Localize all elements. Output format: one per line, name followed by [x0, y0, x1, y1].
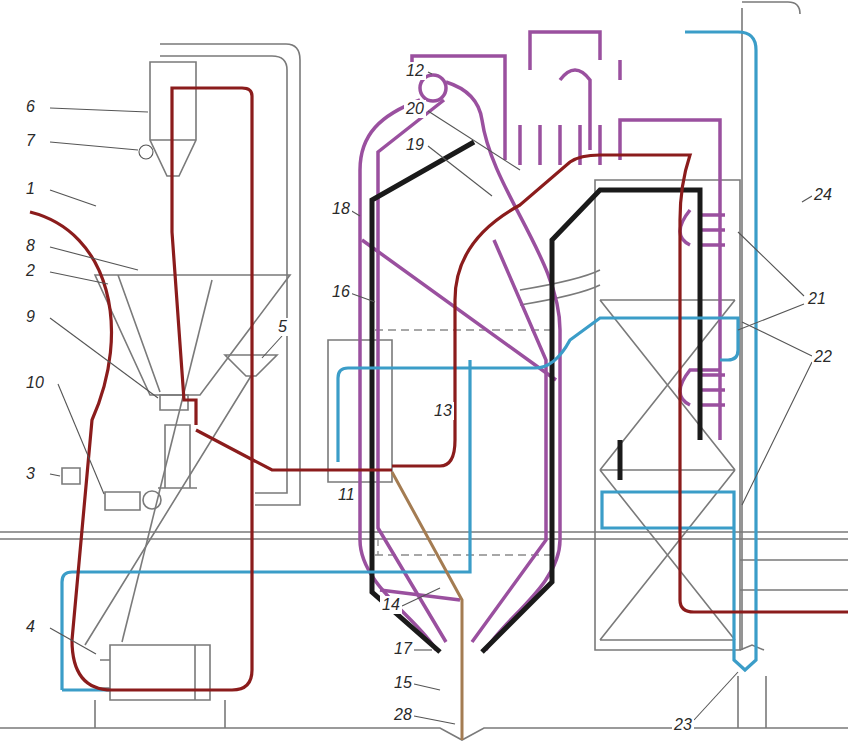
callout-number: 12 [404, 62, 426, 80]
structure-part [600, 300, 735, 640]
leader-lines-part [50, 108, 148, 112]
fuel-and-gas-path-part [392, 155, 848, 612]
dashed-zone-part [375, 330, 550, 555]
leader-lines-part [414, 716, 455, 724]
leader-lines-part [738, 232, 804, 330]
leader-lines-part [50, 272, 108, 284]
callout-number: 11 [336, 486, 357, 504]
structure-part [100, 645, 210, 700]
structure-part [143, 491, 161, 509]
fuel-and-gas-path-part [30, 88, 252, 690]
leader-lines-part [58, 384, 104, 494]
air-duct-part [338, 318, 738, 462]
callout-number: 8 [24, 237, 37, 255]
callout-number: 4 [24, 618, 37, 636]
furnace-wall [372, 142, 700, 652]
callout-number: 14 [380, 596, 402, 614]
callout-number: 24 [812, 186, 834, 204]
leader-lines-part [262, 336, 282, 358]
furnace-wall-part [372, 142, 474, 652]
callout-number: 23 [672, 716, 694, 734]
water-steam-circuit [360, 32, 725, 650]
leader-lines-part [350, 293, 375, 302]
callout-number: 17 [392, 640, 414, 658]
water-steam-circuit-part [620, 60, 725, 440]
ash-removal-part [392, 472, 462, 740]
callout-number: 18 [330, 200, 352, 218]
leader-lines-part [402, 588, 440, 606]
structure-part [85, 355, 277, 645]
structure-part [122, 280, 212, 642]
structure-part [105, 492, 140, 510]
callout-number: 7 [24, 132, 37, 150]
leader-lines-part [742, 322, 812, 505]
leader-lines-part [694, 672, 738, 720]
dashed-zone [375, 330, 550, 555]
structure-part [95, 275, 290, 395]
callout-number: 21 [806, 290, 828, 308]
furnace-wall-part [482, 190, 700, 652]
air-duct [62, 32, 756, 690]
callout-number: 16 [330, 283, 352, 301]
callout-number: 6 [24, 98, 37, 116]
callout-number: 20 [404, 100, 426, 118]
ash-removal [392, 472, 462, 740]
callout-number: 5 [276, 318, 289, 336]
leader-lines-part [414, 684, 440, 690]
structure-part [0, 728, 848, 740]
leader-lines-part [50, 142, 138, 150]
leader-lines-part [50, 628, 96, 654]
callout-number: 2 [24, 262, 37, 280]
leader-lines-part [50, 247, 138, 270]
leader-lines-part [50, 190, 96, 206]
structure-part [520, 270, 600, 305]
leader-lines [50, 72, 812, 724]
water-steam-circuit-part [362, 240, 556, 600]
leader-lines-part [428, 146, 492, 196]
leader-lines-part [50, 474, 60, 476]
structure-part [738, 645, 766, 728]
leader-lines-part [802, 196, 812, 202]
fuel-and-gas-path-part [196, 430, 392, 470]
callout-number: 13 [432, 402, 454, 420]
callout-number: 22 [812, 348, 834, 366]
structure-part [158, 425, 197, 488]
callout-number: 19 [404, 136, 426, 154]
furnace-wall-part [618, 440, 623, 480]
structure-part [62, 468, 80, 484]
callout-number: 10 [24, 374, 46, 392]
leader-lines-part [139, 145, 153, 159]
callout-number: 28 [392, 706, 414, 724]
leader-lines-part [428, 111, 520, 170]
callout-number: 3 [24, 465, 37, 483]
structure-part [95, 700, 225, 728]
callout-number: 15 [392, 674, 414, 692]
callout-number: 1 [24, 180, 37, 198]
leader-lines-part [428, 72, 432, 74]
callout-number: 9 [24, 308, 37, 326]
leader-lines-part [50, 318, 158, 398]
air-duct-part [62, 360, 470, 690]
fuel-and-gas-path [30, 88, 848, 690]
water-steam-circuit-part [505, 90, 600, 165]
leader-lines-part [414, 649, 432, 650]
